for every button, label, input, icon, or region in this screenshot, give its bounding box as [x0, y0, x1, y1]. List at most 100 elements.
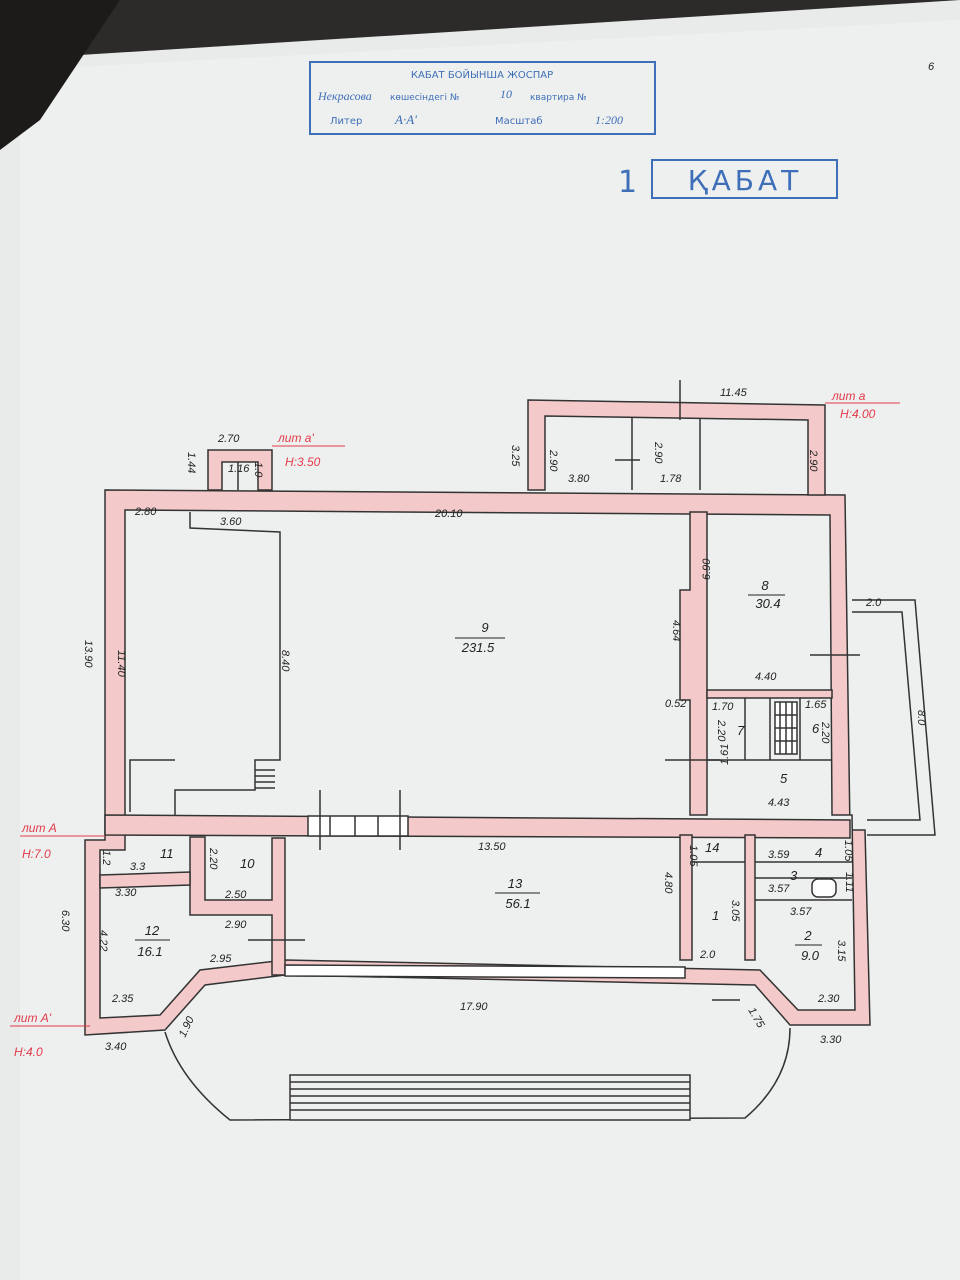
- room-8-number: 8: [761, 578, 769, 593]
- dim: 2.35: [111, 993, 134, 1005]
- dim: 3.30: [820, 1034, 842, 1046]
- dim: 2.20: [715, 719, 727, 742]
- dim: 1.05: [687, 845, 699, 867]
- room-7-number: 7: [737, 723, 745, 738]
- floor-stamp: 1 ҚАБАТ: [618, 159, 838, 200]
- room-2-number: 2: [803, 928, 812, 943]
- dim: 3.3: [130, 861, 146, 873]
- dim: 1.70: [712, 701, 734, 713]
- dim: 1.44: [185, 452, 197, 473]
- room-5-number: 5: [780, 771, 788, 786]
- stamp-street: Некрасова: [317, 89, 372, 103]
- dim: 1.11: [843, 872, 855, 893]
- lit-a1-height: Н:4.0: [14, 1045, 43, 1059]
- dimension-labels: 11.45 3.25 2.90 3.80 2.90 1.78 2.90 2.70…: [59, 387, 927, 1053]
- dim: 3.15: [835, 940, 847, 962]
- lit-a-height: Н:7.0: [22, 847, 51, 861]
- room-1-number: 1: [712, 908, 719, 923]
- room-labels: 9 231.5 8 30.4 13 56.1 12 16.1 2 9.0 1 3…: [135, 578, 822, 963]
- dim: 3.40: [105, 1041, 127, 1053]
- room-12-area: 16.1: [137, 944, 162, 959]
- dim: 6.30: [59, 910, 71, 932]
- room-6-number: 6: [812, 721, 820, 736]
- dim: 6.90: [701, 558, 713, 580]
- room-11-number: 11: [160, 846, 174, 861]
- dim: 2.90: [652, 441, 664, 464]
- dim: 2.90: [224, 919, 247, 931]
- dim: 1.2: [100, 850, 112, 865]
- dim: 3.60: [220, 516, 242, 528]
- room-13-area: 56.1: [505, 896, 530, 911]
- dim: 4.80: [662, 872, 674, 894]
- stamp-scale-label: Масштаб: [495, 116, 543, 127]
- dim: 1.16: [228, 463, 250, 475]
- room-3-number: 3: [790, 868, 798, 883]
- building-plan: [84, 380, 936, 1121]
- dim: 2.80: [134, 506, 157, 518]
- dim: 2.70: [217, 433, 240, 445]
- dim: 2.0: [865, 597, 882, 609]
- dim: 20.10: [434, 508, 463, 520]
- dim: 11.40: [115, 650, 127, 678]
- stamp-apartment-label: квартира №: [530, 93, 587, 103]
- lit-a-top-height: Н:4.00: [840, 407, 876, 421]
- dim: 3.25: [509, 445, 521, 467]
- stamp-line2-label: көшесіндегі №: [390, 93, 459, 103]
- dim: 4.40: [755, 671, 777, 683]
- dim: 3.57: [790, 906, 812, 918]
- room-9-area: 231.5: [461, 640, 495, 655]
- dim: 4.22: [97, 930, 109, 951]
- title-stamp: КАБАТ БОЙЫНША ЖОСПАР Некрасова көшесінде…: [309, 61, 656, 135]
- dim: 2.50: [224, 889, 247, 901]
- dim: 2.90: [547, 449, 559, 472]
- dim: 13.90: [82, 640, 94, 668]
- dim: 2.30: [817, 993, 840, 1005]
- page-number: 6: [928, 61, 935, 73]
- lit-a-label: лит А: [21, 821, 57, 835]
- stamp-litera-label: Литер: [330, 116, 362, 127]
- room-9-number: 9: [481, 620, 488, 635]
- dim: 8.0: [915, 710, 927, 726]
- dim: 2.95: [209, 953, 232, 965]
- floor-number: 1: [618, 165, 637, 200]
- dim: 1.05: [842, 840, 854, 862]
- dim: 13.50: [478, 841, 506, 853]
- dim: 3.05: [729, 900, 741, 922]
- dim: 3.80: [568, 473, 590, 485]
- dim: 17.90: [460, 1001, 488, 1013]
- room-8-area: 30.4: [755, 596, 780, 611]
- lit-a-top-label: лит а: [831, 389, 866, 403]
- dim: 4.43: [768, 797, 790, 809]
- dim: 1.0: [252, 462, 264, 478]
- dim: 2.90: [807, 449, 819, 472]
- dim: 1.65: [805, 699, 827, 711]
- dim: 3.30: [115, 887, 137, 899]
- stamp-number: 10: [500, 87, 512, 101]
- dim: 2.20: [207, 847, 219, 870]
- dim: 4.64: [670, 620, 682, 641]
- stamp-litera-value: А·А': [394, 112, 417, 127]
- lit-a1-label: лит А': [13, 1011, 52, 1025]
- room-12-number: 12: [145, 923, 160, 938]
- dim: 0.52: [665, 698, 686, 710]
- dim: 2.0: [699, 949, 716, 961]
- dim: 1.78: [660, 473, 682, 485]
- lit-a1-top-label: лит а': [277, 431, 314, 445]
- floor-label: ҚАБАТ: [688, 164, 803, 197]
- stamp-title: КАБАТ БОЙЫНША ЖОСПАР: [411, 68, 553, 81]
- room-2-area: 9.0: [801, 948, 820, 963]
- room-13-number: 13: [508, 876, 523, 891]
- room-10-number: 10: [240, 856, 255, 871]
- room-14-number: 14: [705, 840, 719, 855]
- dim: 1.61: [719, 744, 731, 765]
- dim: 11.45: [720, 387, 748, 399]
- paper-corner-shadow: [0, 0, 120, 150]
- dim: 3.59: [768, 849, 789, 861]
- dim: 2.20: [819, 721, 831, 744]
- litera-labels: лит А Н:7.0 лит А' Н:4.0 лит а Н:4.00 ли…: [10, 389, 900, 1059]
- room-4-number: 4: [815, 845, 822, 860]
- dim: 3.57: [768, 883, 790, 895]
- lit-a1-top-height: Н:3.50: [285, 455, 321, 469]
